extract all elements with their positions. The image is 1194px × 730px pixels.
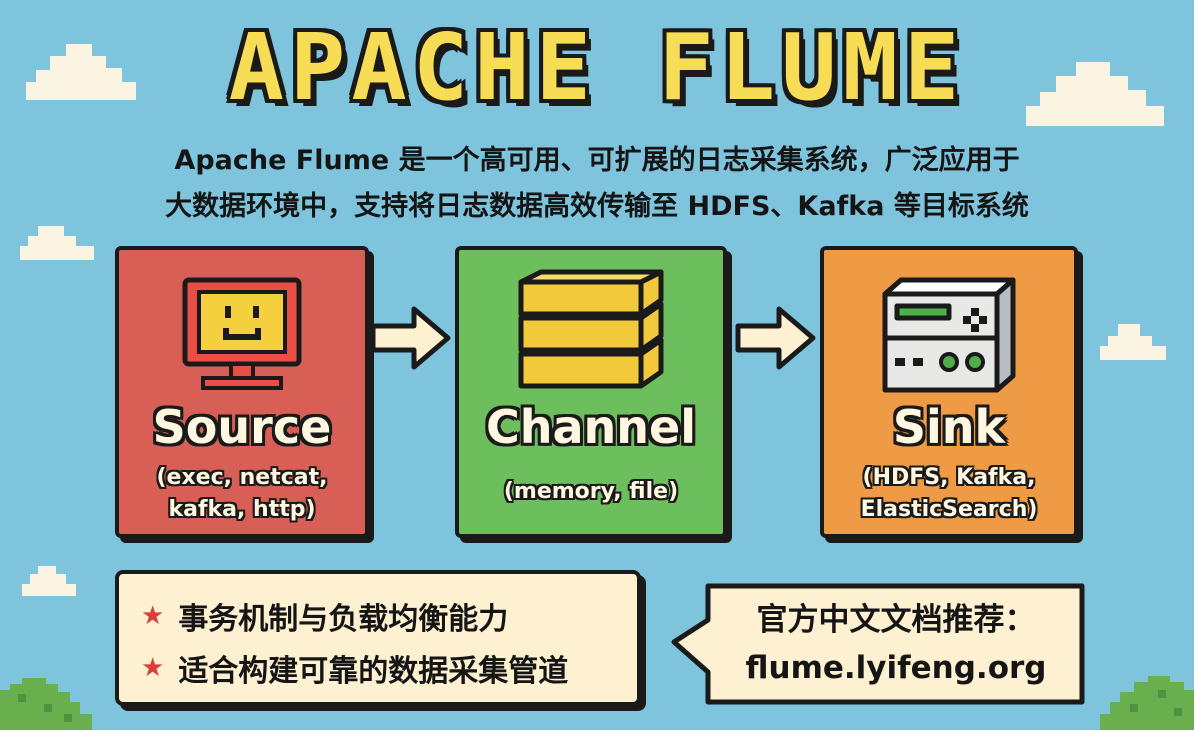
channel-types: (memory, file) xyxy=(459,476,723,508)
source-box: Source (exec, netcat, kafka, http) xyxy=(115,246,369,538)
channel-types-line: (memory, file) xyxy=(503,479,679,504)
recommend-url[interactable]: flume.lyifeng.org xyxy=(745,650,1047,686)
star-icon: ★ xyxy=(141,601,165,631)
recommend-bubble xyxy=(671,583,1085,705)
source-types-line: (exec, netcat, xyxy=(156,465,328,490)
channel-label: Channel xyxy=(485,400,696,454)
sink-types-line: (HDFS, Kafka, xyxy=(862,465,1036,490)
bush-decoration xyxy=(1100,676,1194,730)
star-icon: ★ xyxy=(141,653,165,683)
arrow-right-icon xyxy=(370,306,451,370)
cloud-decoration xyxy=(20,226,94,260)
feature-text: 事务机制与负载均衡能力 xyxy=(178,602,509,637)
server-icon xyxy=(882,277,1016,393)
storage-stack-icon xyxy=(518,269,664,389)
channel-box: Channel (memory, file) xyxy=(455,246,727,538)
cloud-decoration xyxy=(1026,62,1164,126)
recommend-label: 官方中文文档推荐： xyxy=(756,602,1036,638)
source-types: (exec, netcat, kafka, http) xyxy=(119,462,365,526)
subtitle: Apache Flume 是一个高可用、可扩展的日志采集系统，广泛应用于 大数据… xyxy=(80,138,1114,230)
sink-box: Sink (HDFS, Kafka, ElasticSearch) xyxy=(820,246,1078,538)
feature-item: ★ 适合构建可靠的数据采集管道 xyxy=(141,642,637,694)
recommend-text: 官方中文文档推荐： flume.lyifeng.org xyxy=(706,596,1086,692)
cloud-decoration xyxy=(26,44,136,100)
subtitle-line: 大数据环境中，支持将日志数据高效传输至 HDFS、Kafka 等目标系统 xyxy=(165,191,1029,222)
sink-label: Sink xyxy=(892,400,1006,454)
features-panel: ★ 事务机制与负载均衡能力 ★ 适合构建可靠的数据采集管道 xyxy=(115,570,641,706)
subtitle-line: Apache Flume 是一个高可用、可扩展的日志采集系统，广泛应用于 xyxy=(174,145,1020,176)
sink-types-line: ElasticSearch) xyxy=(860,497,1038,522)
feature-item: ★ 事务机制与负载均衡能力 xyxy=(141,590,637,642)
arrow-right-icon xyxy=(735,306,816,370)
feature-text: 适合构建可靠的数据采集管道 xyxy=(178,654,569,689)
cloud-decoration xyxy=(1100,324,1166,360)
source-types-line: kafka, http) xyxy=(168,497,316,522)
bush-decoration xyxy=(0,678,92,730)
page-title: APACHE FLUME xyxy=(228,14,966,121)
computer-icon xyxy=(182,277,302,390)
cloud-decoration xyxy=(22,566,76,596)
sink-types: (HDFS, Kafka, ElasticSearch) xyxy=(824,462,1074,526)
source-label: Source xyxy=(152,400,332,454)
